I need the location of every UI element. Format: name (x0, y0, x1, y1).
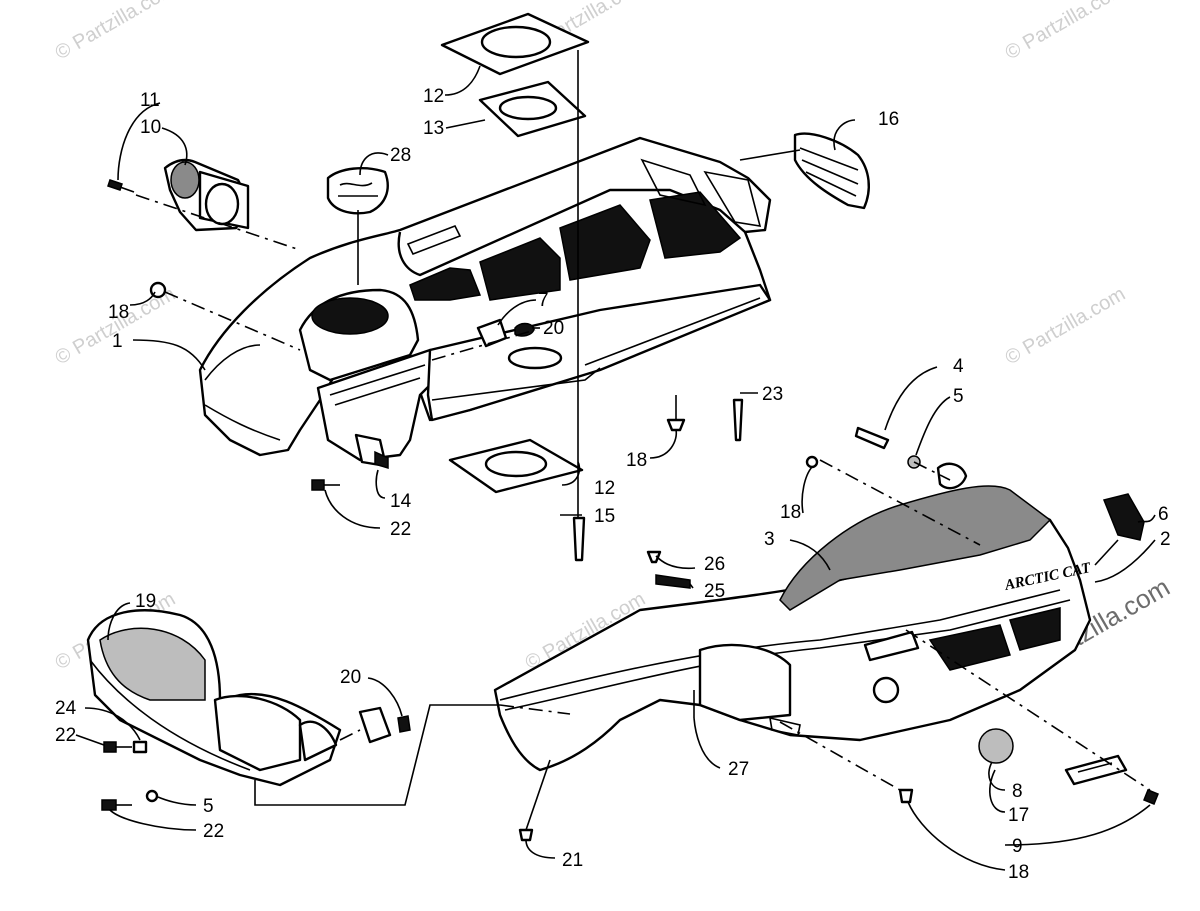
rear-body-part: ARCTIC CAT (493, 485, 1093, 772)
callout-15: 15 (594, 506, 615, 527)
callout-22: 22 (203, 821, 224, 842)
callout-18: 18 (1008, 862, 1029, 883)
watermark: © Partzilla.com (52, 0, 180, 64)
bracket-part (354, 433, 389, 470)
plate-gasket-top (440, 12, 590, 138)
lower-fasteners (101, 426, 968, 842)
callout-18: 18 (108, 302, 129, 323)
callout-22: 22 (390, 519, 411, 540)
upper-body-part (198, 136, 772, 462)
callout-8: 8 (1012, 781, 1023, 802)
callout-24: 24 (55, 698, 77, 719)
watermark: © Partzilla.com (1002, 283, 1130, 369)
callout-13: 13 (423, 118, 444, 139)
callout-numbers: 11 10 18 1 12 13 28 16 7 20 23 18 12 15 … (55, 86, 1171, 883)
vent-part (107, 158, 250, 232)
callout-5: 5 (953, 386, 964, 407)
callout-17: 17 (1008, 805, 1029, 826)
callout-25: 25 (704, 581, 725, 602)
callout-9: 9 (1012, 836, 1023, 857)
callout-5: 5 (203, 796, 214, 817)
callout-12: 12 (594, 478, 615, 499)
assembly-lines (135, 149, 1151, 806)
callout-3: 3 (764, 529, 775, 550)
callout-28: 28 (390, 145, 411, 166)
reflector-parts (978, 728, 1159, 805)
watermark: © Partzilla.com (1002, 0, 1130, 64)
callout-12: 12 (423, 86, 444, 107)
callout-11: 11 (140, 90, 160, 111)
side-vent-part (793, 132, 870, 210)
lower-pan-part (86, 609, 342, 787)
callout-22: 22 (55, 725, 76, 746)
callout-26: 26 (704, 554, 725, 575)
callout-21: 21 (562, 850, 583, 871)
tab-part (1102, 493, 1145, 541)
callout-20: 20 (340, 667, 361, 688)
callout-18: 18 (626, 450, 647, 471)
callout-7: 7 (538, 290, 549, 311)
decal-part (326, 166, 389, 215)
callout-27: 27 (728, 759, 749, 780)
callout-6: 6 (1158, 504, 1169, 525)
callout-19: 19 (135, 591, 156, 612)
callout-14: 14 (390, 491, 412, 512)
callout-20: 20 (543, 318, 564, 339)
callout-1: 1 (112, 331, 123, 352)
plate-bottom (448, 438, 584, 494)
callout-18: 18 (780, 502, 801, 523)
callout-leaders (75, 65, 1156, 871)
callout-23: 23 (762, 384, 783, 405)
callout-4: 4 (953, 356, 964, 377)
callout-10: 10 (140, 117, 161, 138)
callout-2: 2 (1160, 529, 1171, 550)
callout-16: 16 (878, 109, 899, 130)
upper-fasteners (149, 50, 744, 562)
